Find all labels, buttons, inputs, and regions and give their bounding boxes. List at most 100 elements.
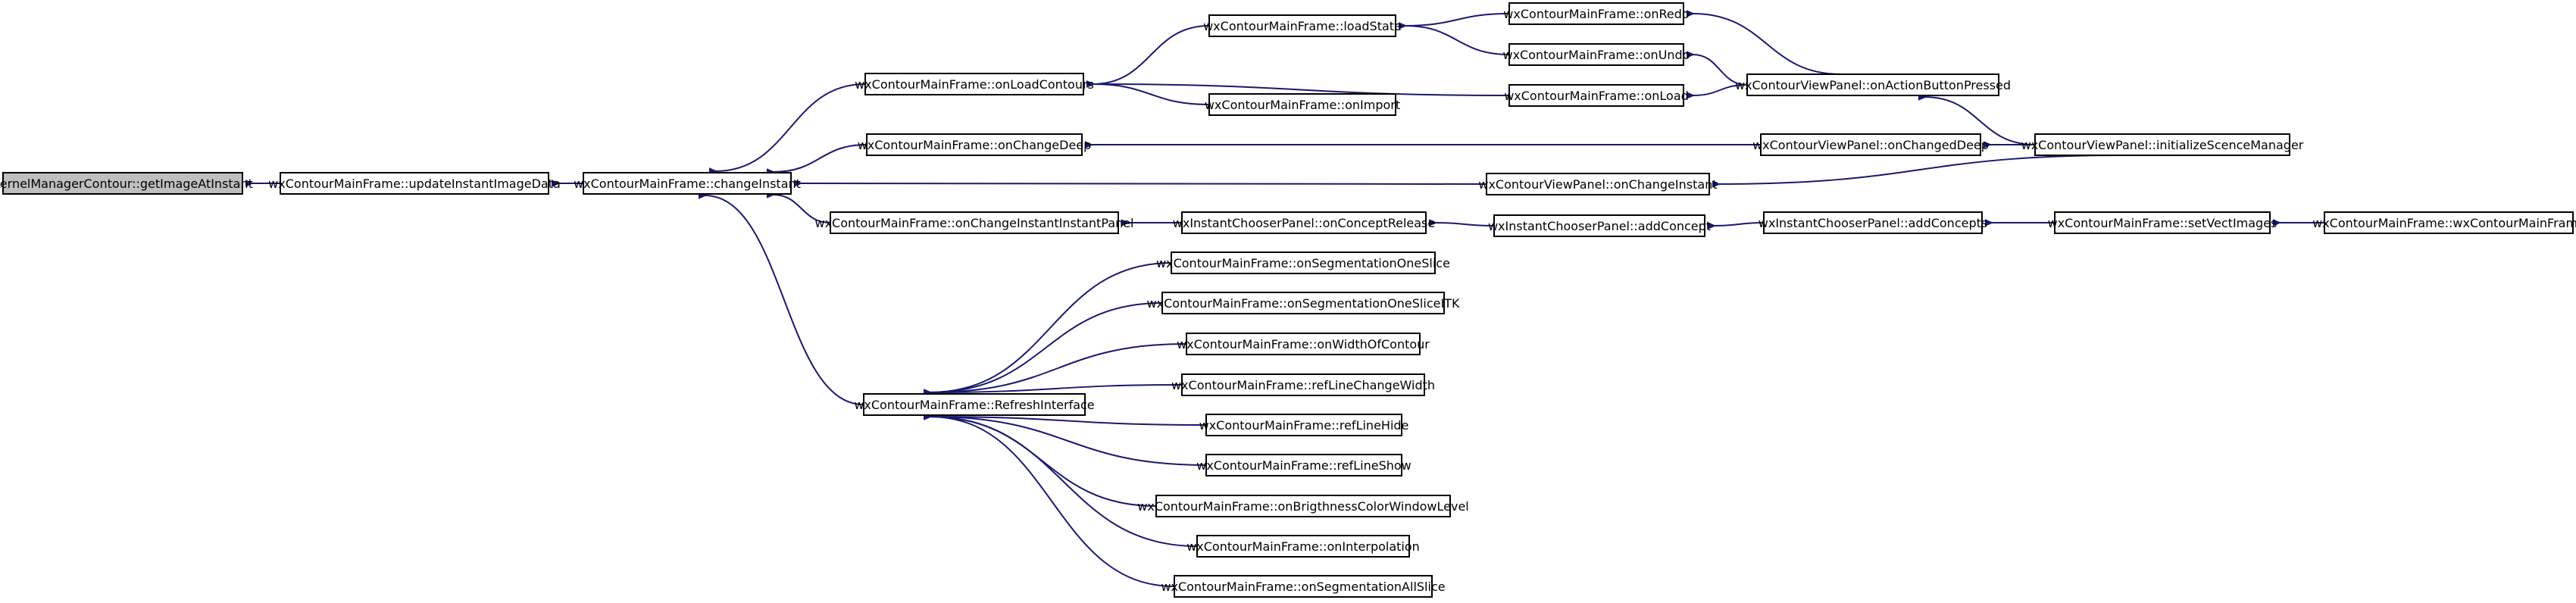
- node-box: [583, 172, 792, 195]
- node-label: wxInstantChooserPanel::onConceptRelease: [1173, 216, 1435, 230]
- edge-n21-to-n6: [930, 262, 1172, 392]
- graph-node-n7[interactable]: wxContourMainFrame::loadState: [1203, 14, 1402, 37]
- graph-node-n16[interactable]: wxInstantChooserPanel::onConceptRelease: [1173, 211, 1435, 234]
- edge-n6-to-n2: [705, 195, 864, 405]
- node-box: [2034, 133, 2290, 156]
- graph-node-n1[interactable]: wxContourMainFrame::updateInstantImageDa…: [268, 172, 561, 195]
- graph-node-n22[interactable]: wxContourMainFrame::onSegmentationOneSli…: [1147, 292, 1460, 314]
- node-label: wxContourMainFrame::wxContourMainFrame: [2312, 216, 2576, 230]
- node-box: [2, 172, 243, 195]
- node-label: wxContourMainFrame::onInterpolation: [1186, 539, 1420, 554]
- node-label: wxContourMainFrame::onChangeInstantInsta…: [815, 216, 1134, 230]
- graph-node-n5[interactable]: wxContourMainFrame::onChangeInstantInsta…: [815, 211, 1134, 234]
- node-label: wxInstantChooserPanel::addConcept: [1488, 219, 1711, 233]
- edge-n4-to-n2: [773, 144, 868, 172]
- edge-n5-to-n2: [773, 195, 831, 223]
- graph-node-n23[interactable]: wxContourMainFrame::onWidthOfContour: [1177, 333, 1430, 355]
- graph-node-n14[interactable]: wxContourViewPanel::initializeScenceMana…: [2021, 133, 2304, 156]
- graph-node-n8[interactable]: wxContourMainFrame::onImport: [1205, 93, 1400, 116]
- node-label: wxContourMainFrame::onLoad: [1504, 89, 1689, 103]
- graph-node-n4[interactable]: wxContourMainFrame::onChangeDeep: [858, 133, 1092, 156]
- graph-node-n6[interactable]: wxContourMainFrame::RefreshInterface: [854, 393, 1095, 416]
- node-box: [1205, 414, 1402, 436]
- edge-n15-to-n2: [800, 183, 1487, 184]
- node-label: wxContourViewPanel::onChangedDeep: [1752, 138, 1989, 152]
- graph-node-n10[interactable]: wxContourMainFrame::onRedo: [1503, 2, 1690, 25]
- node-box: [1155, 495, 1451, 517]
- node-label: wxInstantChooserPanel::addConcepts: [1758, 216, 1987, 230]
- node-box: [830, 211, 1119, 234]
- graph-node-n12[interactable]: wxContourViewPanel::onActionButtonPresse…: [1735, 73, 2011, 96]
- node-label: wxContourMainFrame::onChangeDeep: [858, 138, 1092, 152]
- edge-n28-to-n6: [930, 417, 1198, 547]
- node-box: [864, 73, 1084, 95]
- node-box: [280, 172, 549, 195]
- graph-node-n0[interactable]: KernelManagerContour::getImageAtInstant: [0, 172, 253, 195]
- graph-node-n26[interactable]: wxContourMainFrame::refLineShow: [1196, 454, 1411, 476]
- graph-node-n20[interactable]: wxContourMainFrame::wxContourMainFrame: [2312, 211, 2576, 234]
- node-label: wxContourMainFrame::onSegmentationOneSli…: [1147, 296, 1460, 311]
- node-label: wxContourMainFrame::onSegmentationOneSli…: [1156, 256, 1450, 270]
- node-box: [1205, 454, 1402, 476]
- node-box: [1171, 252, 1436, 274]
- node-label: wxContourMainFrame::refLineShow: [1196, 458, 1411, 473]
- node-label: KernelManagerContour::getImageAtInstant: [0, 177, 253, 191]
- node-box: [1508, 43, 1684, 66]
- node-label: wxContourMainFrame::onUndo: [1503, 48, 1690, 62]
- edge-n12-to-n9: [1693, 84, 1748, 95]
- node-label: wxContourMainFrame::RefreshInterface: [854, 398, 1094, 412]
- edge-n12-to-n10: [1693, 14, 1842, 75]
- node-box: [866, 133, 1083, 156]
- node-label: wxContourMainFrame::refLineChangeWidth: [1171, 378, 1435, 392]
- graph-node-n17[interactable]: wxInstantChooserPanel::addConcept: [1488, 214, 1711, 237]
- node-box: [1186, 333, 1421, 355]
- node-box: [1486, 173, 1710, 195]
- edge-n17-to-n16: [1435, 223, 1495, 226]
- node-label: wxContourViewPanel::onActionButtonPresse…: [1735, 78, 2011, 92]
- edges-layer: [252, 13, 2325, 587]
- node-label: wxContourViewPanel::initializeScenceMana…: [2021, 138, 2304, 152]
- node-box: [1174, 575, 1433, 598]
- edge-n23-to-n6: [930, 343, 1187, 392]
- graph-node-n15[interactable]: wxContourViewPanel::onChangeInstant: [1478, 173, 1718, 195]
- graph-node-n18[interactable]: wxInstantChooserPanel::addConcepts: [1758, 211, 1987, 234]
- edge-n10-to-n7: [1405, 13, 1510, 26]
- graph-node-n11[interactable]: wxContourMainFrame::onUndo: [1503, 43, 1690, 66]
- graph-node-n25[interactable]: wxContourMainFrame::refLineHide: [1199, 414, 1409, 436]
- graph-node-n19[interactable]: wxContourMainFrame::setVectImages: [2048, 211, 2277, 234]
- node-box: [2324, 211, 2574, 234]
- node-label: wxContourMainFrame::onWidthOfContour: [1177, 337, 1430, 351]
- edge-n14-to-n12: [1924, 97, 2036, 145]
- node-label: wxContourMainFrame::changeInstant: [574, 177, 801, 191]
- node-box: [1181, 211, 1427, 234]
- graph-node-n3[interactable]: wxContourMainFrame::onLoadContours: [855, 73, 1094, 95]
- graph-node-n9[interactable]: wxContourMainFrame::onLoad: [1504, 84, 1689, 107]
- edge-n22-to-n6: [930, 302, 1163, 392]
- graph-node-n13[interactable]: wxContourViewPanel::onChangedDeep: [1752, 133, 1989, 156]
- edge-n26-to-n6: [930, 417, 1207, 466]
- node-box: [1493, 214, 1705, 237]
- graph-node-n28[interactable]: wxContourMainFrame::onInterpolation: [1186, 535, 1420, 558]
- graph-node-n21[interactable]: wxContourMainFrame::onSegmentationOneSli…: [1156, 252, 1450, 274]
- graph-node-n24[interactable]: wxContourMainFrame::refLineChangeWidth: [1171, 373, 1435, 396]
- graph-node-n2[interactable]: wxContourMainFrame::changeInstant: [574, 172, 801, 195]
- node-label: wxContourMainFrame::loadState: [1203, 19, 1402, 33]
- node-box: [1508, 2, 1684, 25]
- node-box: [1763, 211, 1983, 234]
- node-box: [1508, 84, 1684, 107]
- node-box: [1181, 373, 1425, 396]
- edge-n14-to-n15: [1718, 155, 2122, 184]
- graph-node-n29[interactable]: wxContourMainFrame::onSegmentationAllSli…: [1161, 575, 1446, 598]
- node-label: wxContourMainFrame::onSegmentationAllSli…: [1161, 580, 1445, 594]
- edge-n3-to-n2: [715, 83, 866, 171]
- node-box: [1760, 133, 1981, 156]
- node-label: wxContourMainFrame::setVectImages: [2048, 216, 2277, 230]
- node-box: [1208, 14, 1396, 37]
- edge-n8-to-n3: [1093, 84, 1210, 105]
- node-label: wxContourMainFrame::updateInstantImageDa…: [268, 177, 561, 191]
- edge-n7-to-n3: [1093, 25, 1210, 84]
- graph-node-n27[interactable]: wxContourMainFrame::onBrigthnessColorWin…: [1137, 495, 1469, 517]
- node-box: [2054, 211, 2271, 234]
